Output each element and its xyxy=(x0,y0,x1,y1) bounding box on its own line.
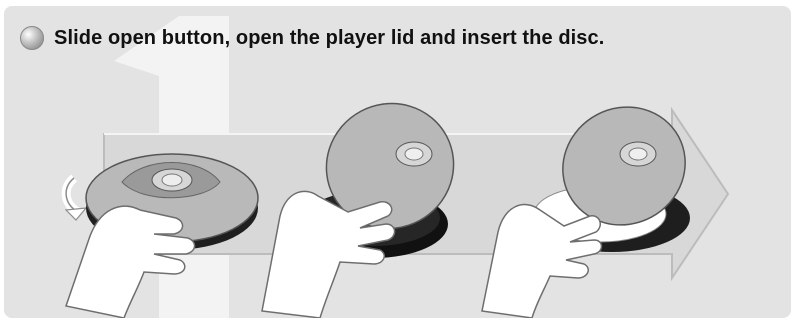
player-lid-opening-figure xyxy=(262,81,476,318)
step-heading: Slide open button, open the player lid a… xyxy=(20,22,604,54)
player-closed-figure xyxy=(66,154,258,318)
instruction-text: Slide open button, open the player lid a… xyxy=(54,27,604,50)
instruction-panel: Slide open button, open the player lid a… xyxy=(4,6,791,318)
bullet-icon xyxy=(20,26,44,50)
